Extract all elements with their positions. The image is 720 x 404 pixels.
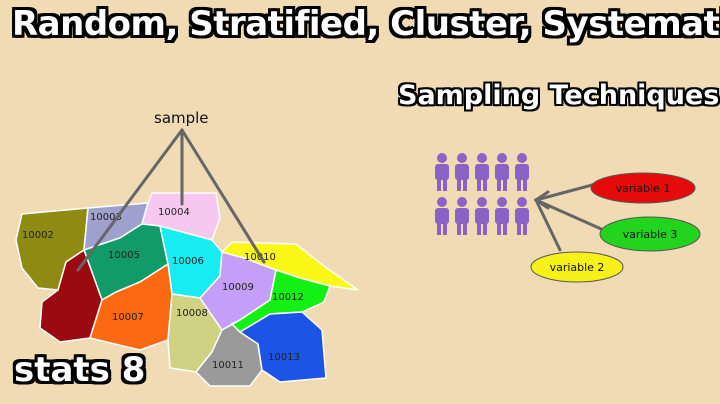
person-icon bbox=[455, 197, 469, 235]
person-icon bbox=[455, 153, 469, 191]
region-label: 10011 bbox=[212, 360, 244, 371]
region-label: 10005 bbox=[108, 250, 140, 261]
arrow-head-icon bbox=[533, 190, 550, 210]
variable-2-ellipse bbox=[530, 251, 624, 283]
person-icon bbox=[495, 197, 509, 235]
variable-1-label: variable 1 bbox=[616, 182, 671, 195]
arrow-line-variable-2 bbox=[534, 198, 562, 252]
population-icons bbox=[435, 153, 529, 235]
series-badge: stats 8 bbox=[14, 350, 146, 390]
person-icon bbox=[515, 153, 529, 191]
sample-label: sample bbox=[154, 109, 209, 127]
video-subtitle: Sampling Techniques bbox=[398, 80, 720, 111]
region-label: 10013 bbox=[268, 352, 300, 363]
region-10010-shape bbox=[220, 241, 359, 291]
person-icon bbox=[515, 197, 529, 235]
video-title: Random, Stratified, Cluster, Systematic bbox=[12, 4, 720, 44]
variable-1-ellipse bbox=[590, 172, 696, 204]
arrow-line-variable-3 bbox=[534, 198, 610, 234]
person-icon bbox=[435, 197, 449, 235]
region-label: 10004 bbox=[158, 207, 190, 218]
sample-pointer-line bbox=[180, 128, 266, 264]
region-10013-shape bbox=[238, 311, 327, 383]
region-map bbox=[15, 192, 359, 387]
variable-2-label: variable 2 bbox=[550, 261, 605, 274]
region-label: 10008 bbox=[176, 308, 208, 319]
sample-pointers bbox=[76, 128, 266, 272]
region-10001-shape bbox=[39, 248, 103, 343]
region-label: 10007 bbox=[112, 312, 144, 323]
variable-arrows bbox=[533, 182, 610, 252]
variable-3-label: variable 3 bbox=[623, 228, 678, 241]
person-icon bbox=[435, 153, 449, 191]
region-label: 10006 bbox=[172, 256, 204, 267]
region-label: 10002 bbox=[22, 230, 54, 241]
person-icon bbox=[475, 197, 489, 235]
person-icon bbox=[495, 153, 509, 191]
region-label: 10009 bbox=[222, 282, 254, 293]
variable-3-ellipse bbox=[599, 216, 701, 252]
person-icon bbox=[475, 153, 489, 191]
sample-pointer-line bbox=[76, 128, 184, 272]
region-label: 10012 bbox=[272, 292, 304, 303]
region-label: 10003 bbox=[90, 212, 122, 223]
arrow-line-variable-1 bbox=[534, 182, 598, 202]
